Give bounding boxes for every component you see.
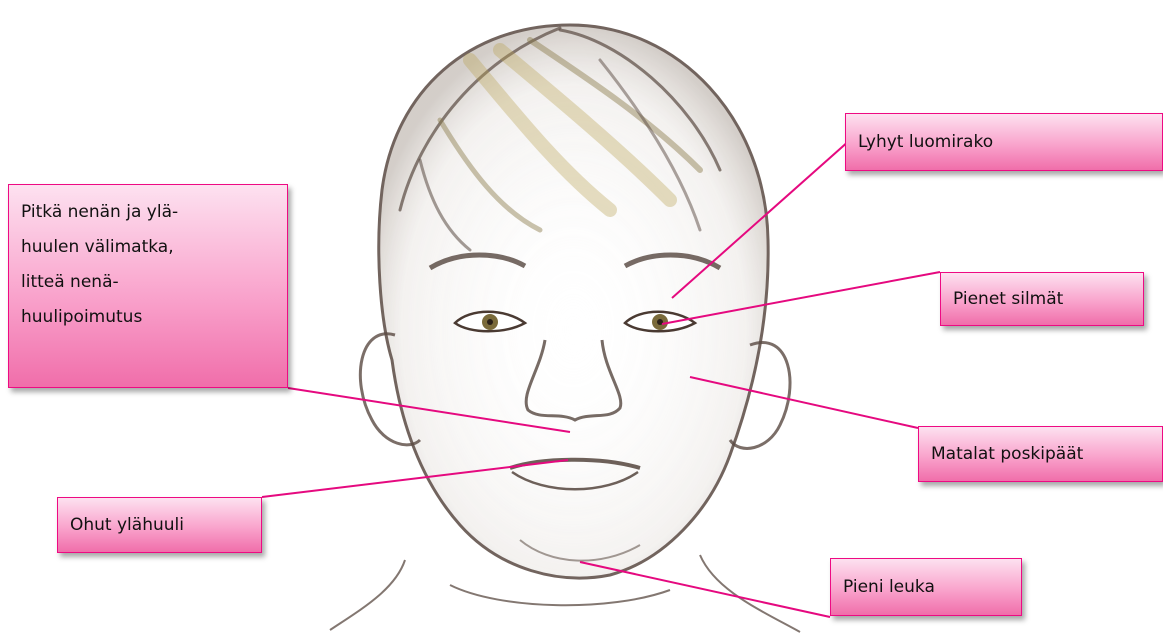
label-philtrum-line-1: Pitkä nenän ja ylä- (21, 195, 275, 230)
label-thin-upper-lip: Ohut ylähuuli (57, 497, 262, 553)
label-small-eyes: Pienet silmät (940, 272, 1144, 326)
label-philtrum-line-4: huulipoimutus (21, 300, 275, 335)
label-philtrum: Pitkä nenän ja ylä- huulen välimatka, li… (8, 184, 288, 388)
label-small-chin: Pieni leuka (830, 558, 1022, 616)
label-philtrum-line-3: litteä nenä- (21, 265, 275, 300)
label-philtrum-line-2: huulen välimatka, (21, 230, 275, 265)
label-short-eye-fissure: Lyhyt luomirako (845, 113, 1163, 171)
label-low-cheekbones: Matalat poskipäät (918, 426, 1163, 482)
leader-line-small-chin (580, 562, 830, 617)
